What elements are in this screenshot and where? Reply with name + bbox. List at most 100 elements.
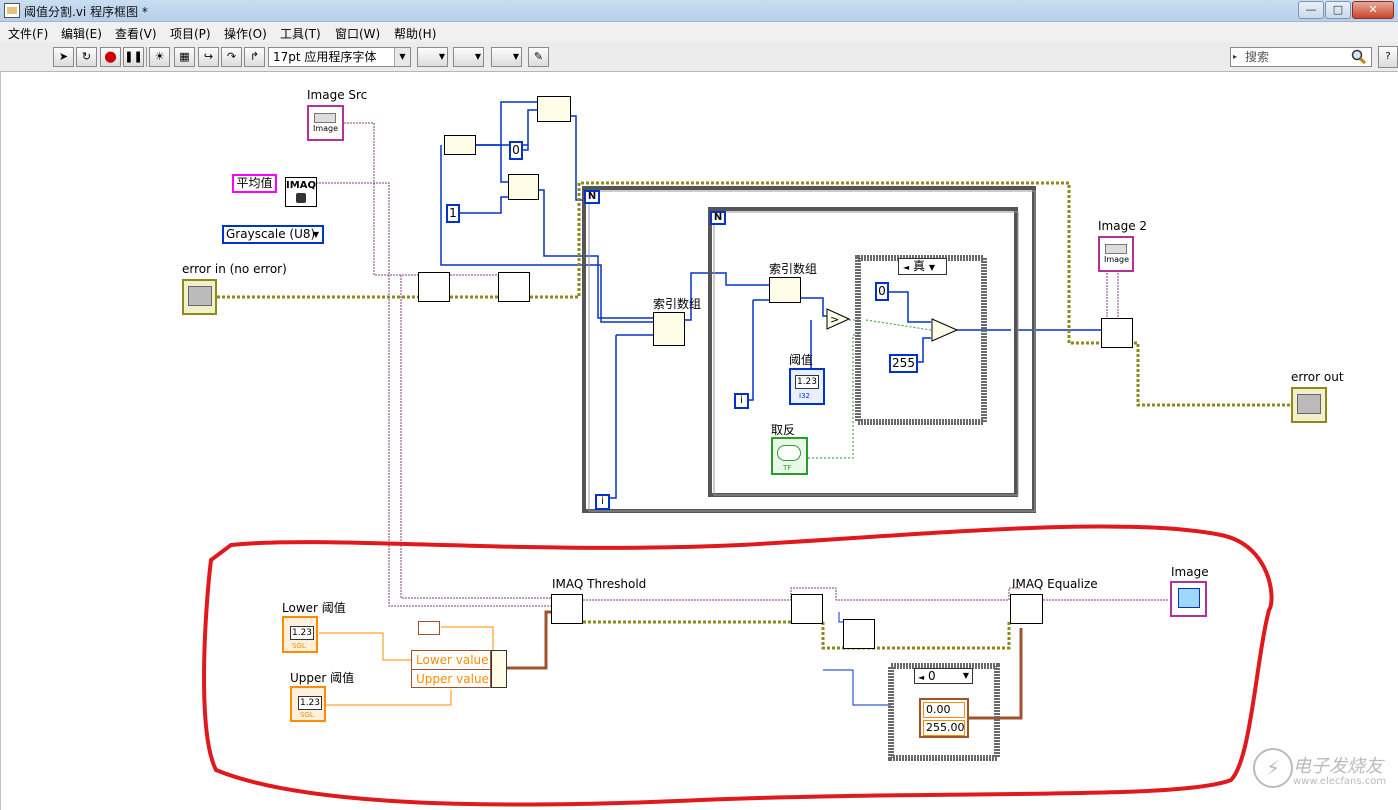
chevron-down-icon: ▼: [928, 263, 935, 272]
invert-label: 取反: [771, 423, 796, 437]
grayscale-enum[interactable]: Grayscale (U8) ▼: [222, 225, 324, 244]
threshold-terminal[interactable]: 1.23 I32: [789, 368, 825, 405]
imaq-equalize-label: IMAQ Equalize: [1012, 577, 1098, 591]
inner-loop-iteration: i: [734, 393, 749, 409]
error-in-label: error in (no error): [182, 262, 287, 276]
invert-terminal[interactable]: TF: [771, 437, 808, 475]
case-constant-zero[interactable]: 0: [875, 282, 889, 301]
error-out-label: error out: [1291, 370, 1344, 384]
font-select[interactable]: 17pt 应用程序字体 ▼: [268, 47, 411, 67]
upper-terminal[interactable]: 1.23 SGL: [290, 686, 326, 722]
range-cluster-case-constant[interactable]: 0.00 255.00: [919, 698, 969, 738]
align-objects-icon[interactable]: ▼: [417, 47, 448, 67]
case-selector-true[interactable]: ◄ 真 ▼: [898, 258, 947, 275]
image-out-terminal[interactable]: [1170, 581, 1207, 617]
average-enum-constant[interactable]: 平均值: [232, 174, 277, 193]
constant-one[interactable]: 1: [446, 204, 460, 223]
abort-icon[interactable]: ⬤: [100, 47, 121, 67]
pause-icon[interactable]: ❚❚: [123, 47, 144, 67]
menu-help[interactable]: 帮助(H): [394, 27, 437, 41]
step-into-icon[interactable]: ↪: [198, 47, 219, 67]
menu-edit[interactable]: 编辑(E): [61, 27, 102, 41]
chevron-left-icon: ◄: [903, 263, 910, 272]
search-icon[interactable]: [1350, 49, 1368, 65]
toolbar: ➤ ↻ ⬤ ❚❚ ☀ ▦ ↪ ↷ ↱ 17pt 应用程序字体 ▼ ▼ ▼ ▼ ✎: [0, 42, 1398, 72]
highlight-execution-icon[interactable]: ☀: [149, 47, 170, 67]
select-icon[interactable]: [931, 318, 958, 342]
window-title: 阈值分割.vi 程序框图 *: [24, 5, 148, 19]
reorder-icon[interactable]: ▼: [491, 47, 522, 67]
imaq-threshold-node[interactable]: [551, 594, 583, 624]
menu-bar: 文件(F) 编辑(E) 查看(V) 项目(P) 操作(O) 工具(T) 窗口(W…: [0, 22, 1398, 42]
index-array-node-2[interactable]: [508, 174, 539, 200]
imaq-equalize-node[interactable]: [1010, 594, 1043, 624]
context-help-button[interactable]: ?: [1378, 46, 1398, 68]
menu-file[interactable]: 文件(F): [8, 27, 49, 41]
step-over-icon[interactable]: ↷: [221, 47, 242, 67]
vi-icon: [4, 3, 20, 18]
array-size-node[interactable]: [444, 135, 476, 155]
error-out-terminal[interactable]: [1291, 387, 1327, 423]
index-array-node-3[interactable]: [653, 312, 685, 346]
menu-view[interactable]: 查看(V): [115, 27, 157, 41]
image2-terminal[interactable]: Image: [1098, 236, 1134, 272]
distribute-objects-icon[interactable]: ▼: [453, 47, 484, 67]
lower-terminal[interactable]: 1.23 SGL: [282, 616, 318, 653]
menu-window[interactable]: 窗口(W): [335, 27, 381, 41]
bundle-by-name-node[interactable]: Lower value Upper value: [411, 650, 491, 688]
svg-text:>: >: [830, 313, 839, 326]
index-array-node[interactable]: [537, 96, 571, 122]
image2-label: Image 2: [1098, 219, 1148, 233]
close-button[interactable]: ✕: [1352, 1, 1394, 19]
watermark-url: www.elecfans.com: [1293, 776, 1387, 787]
index-array-label-2: 索引数组: [769, 262, 818, 276]
greater-than-icon[interactable]: >: [826, 308, 850, 330]
lower-label: Lower 阈值: [282, 601, 346, 615]
inner-loop-count: N: [710, 211, 726, 225]
range-cluster-constant[interactable]: [418, 621, 440, 635]
index-array-label-1: 索引数组: [653, 297, 702, 311]
step-out-icon[interactable]: ↱: [244, 47, 265, 67]
constant-zero[interactable]: 0: [509, 141, 523, 160]
bundle-output: [491, 650, 507, 688]
run-icon[interactable]: ➤: [53, 47, 74, 67]
watermark-text: 电子发烧友: [1293, 756, 1383, 777]
wires-layer: [202, 101, 1291, 807]
threshold-label: 阈值: [789, 353, 814, 367]
constant-255[interactable]: 255: [889, 354, 918, 373]
case-selector-zero[interactable]: ◄ 0 ▼: [914, 668, 973, 684]
minimize-button[interactable]: —: [1298, 1, 1324, 19]
menu-tools[interactable]: 工具(T): [280, 27, 321, 41]
imaq-create-node[interactable]: IMAQ: [285, 177, 317, 207]
toolbar-divider: [146, 47, 147, 67]
for-loop-count: N: [584, 190, 600, 204]
menu-project[interactable]: 项目(P): [170, 27, 211, 41]
block-diagram[interactable]: Image Src Image 平均值 IMAQ Grayscale (U8) …: [0, 72, 1398, 810]
chevron-down-icon: ▼: [962, 671, 969, 680]
search-scope-icon: ▸: [1233, 52, 1238, 61]
histogram-node[interactable]: [791, 594, 823, 624]
watermark-logo: ⚡: [1253, 748, 1293, 788]
annotation-outline: [202, 524, 1274, 807]
error-select-node[interactable]: [843, 619, 875, 649]
image-out-label: Image: [1171, 565, 1209, 579]
title-bar: 阈值分割.vi 程序框图 * — □ ✕: [0, 0, 1398, 22]
menu-operate[interactable]: 操作(O): [224, 27, 267, 41]
image-src-label: Image Src: [307, 88, 368, 102]
chevron-left-icon: ◄: [918, 673, 925, 682]
cleanup-diagram-icon[interactable]: ✎: [528, 47, 549, 67]
chevron-down-icon: ▼: [312, 230, 319, 239]
imaq-dispose-node[interactable]: [498, 272, 530, 302]
error-in-terminal[interactable]: [182, 279, 217, 315]
window-controls: — □ ✕: [1298, 1, 1394, 19]
index-array-node-4[interactable]: [769, 277, 801, 303]
imaq-histogram-node[interactable]: [418, 272, 450, 302]
chevron-down-icon: ▼: [394, 48, 410, 66]
image-src-terminal[interactable]: Image: [307, 105, 344, 141]
imaq-dispose-node-2[interactable]: [1101, 318, 1133, 348]
run-continuously-icon[interactable]: ↻: [76, 47, 97, 67]
maximize-button[interactable]: □: [1325, 1, 1351, 19]
imaq-threshold-label: IMAQ Threshold: [552, 577, 647, 591]
search-input[interactable]: ▸ 搜索: [1230, 47, 1372, 67]
retain-wire-values-icon[interactable]: ▦: [174, 47, 195, 67]
